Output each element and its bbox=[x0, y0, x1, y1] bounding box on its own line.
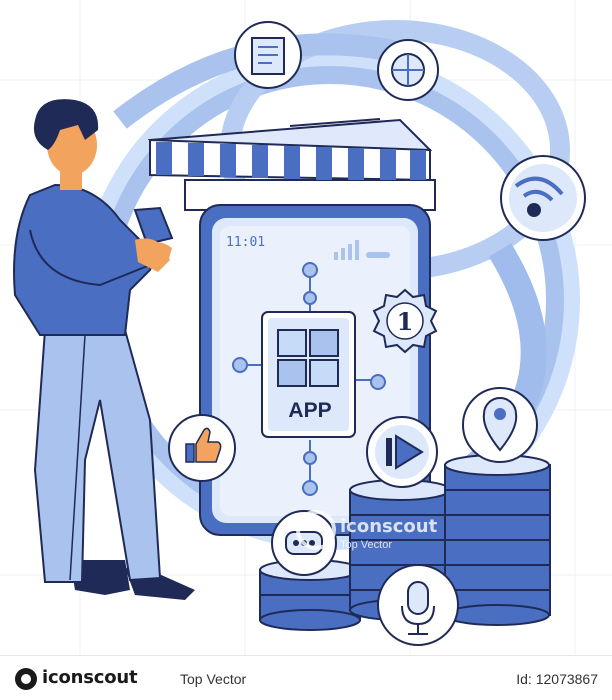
app-label: APP bbox=[288, 399, 331, 422]
shop-awning bbox=[147, 118, 436, 211]
coin-stack-right bbox=[444, 454, 551, 626]
award-badge-icon: 1 bbox=[372, 288, 438, 354]
phone-clock: 11:01 bbox=[226, 235, 265, 250]
badge-number: 1 bbox=[397, 307, 414, 336]
footer-brand: iconscout bbox=[42, 667, 138, 688]
footer-asset-id: Id: 12073867 bbox=[516, 671, 598, 687]
document-icon bbox=[234, 21, 302, 89]
phone: 11:01 APP 1 bbox=[199, 204, 438, 536]
phone-in-hand bbox=[133, 206, 174, 246]
wifi-icon bbox=[500, 155, 586, 241]
signal-bars-icon bbox=[334, 240, 359, 260]
location-pin-icon bbox=[462, 387, 538, 463]
watermark-brand: iconscout bbox=[340, 516, 438, 537]
watermark-subtitle: Top Vector bbox=[340, 539, 392, 551]
app-network-nodes bbox=[232, 262, 386, 496]
app-window-icon bbox=[277, 329, 339, 387]
footer-bar: iconscout Top Vector Id: 12073867 bbox=[0, 655, 612, 700]
thumbs-up-icon bbox=[168, 414, 236, 482]
footer-author: Top Vector bbox=[180, 671, 247, 687]
watermark: iconscout Top Vector bbox=[296, 510, 438, 551]
battery-icon bbox=[366, 252, 390, 258]
microphone-icon bbox=[377, 564, 459, 646]
globe-arrows-icon bbox=[377, 39, 439, 101]
person bbox=[13, 99, 195, 600]
iconscout-logo-icon bbox=[15, 668, 37, 690]
play-icon bbox=[366, 416, 438, 488]
